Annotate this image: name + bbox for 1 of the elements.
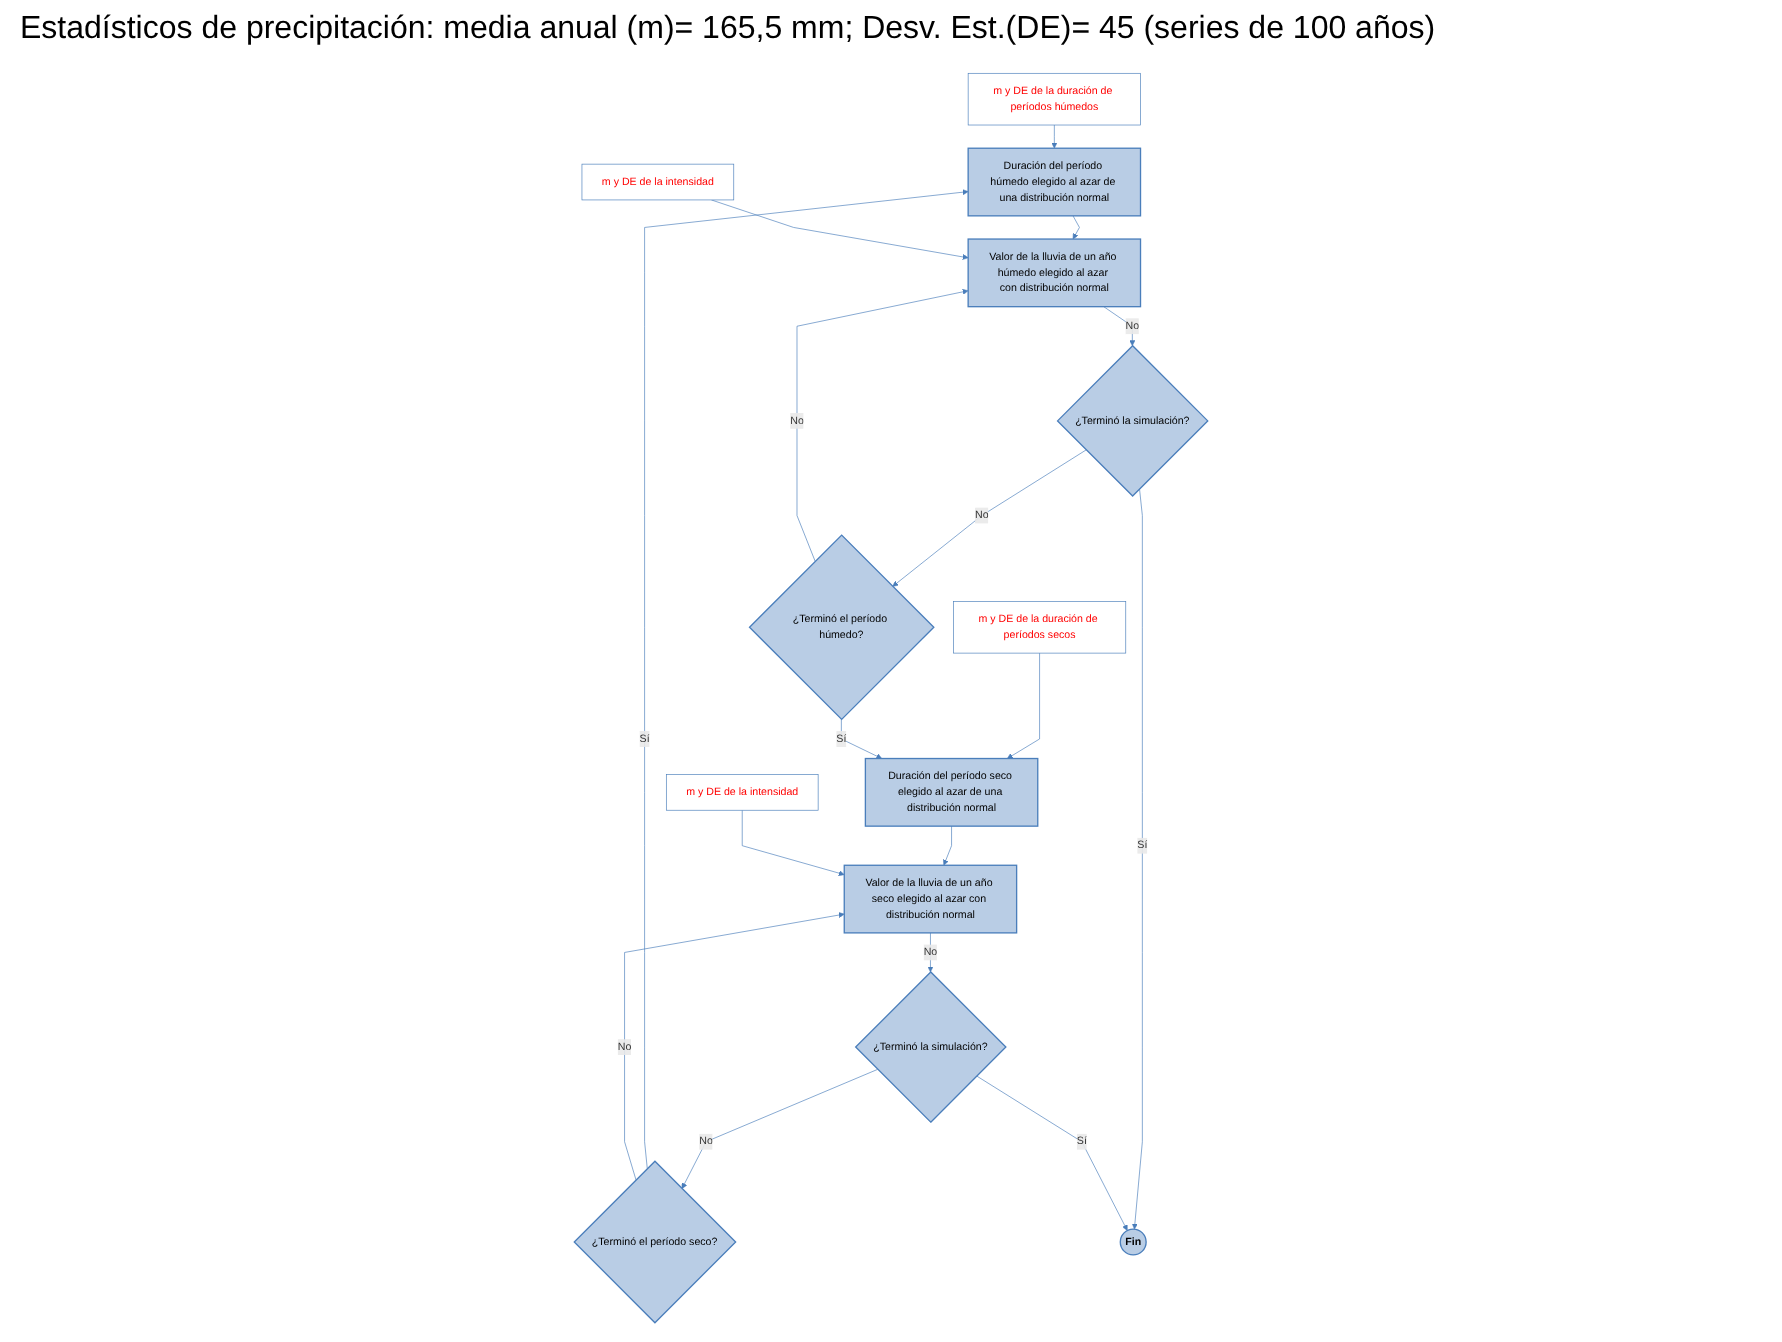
diagram-title: Estadísticos de precipitación: media anual (m)= 165,5 mm; Desv. Est.(DE)= 45 (series de 100 años) xyxy=(18,10,1438,50)
